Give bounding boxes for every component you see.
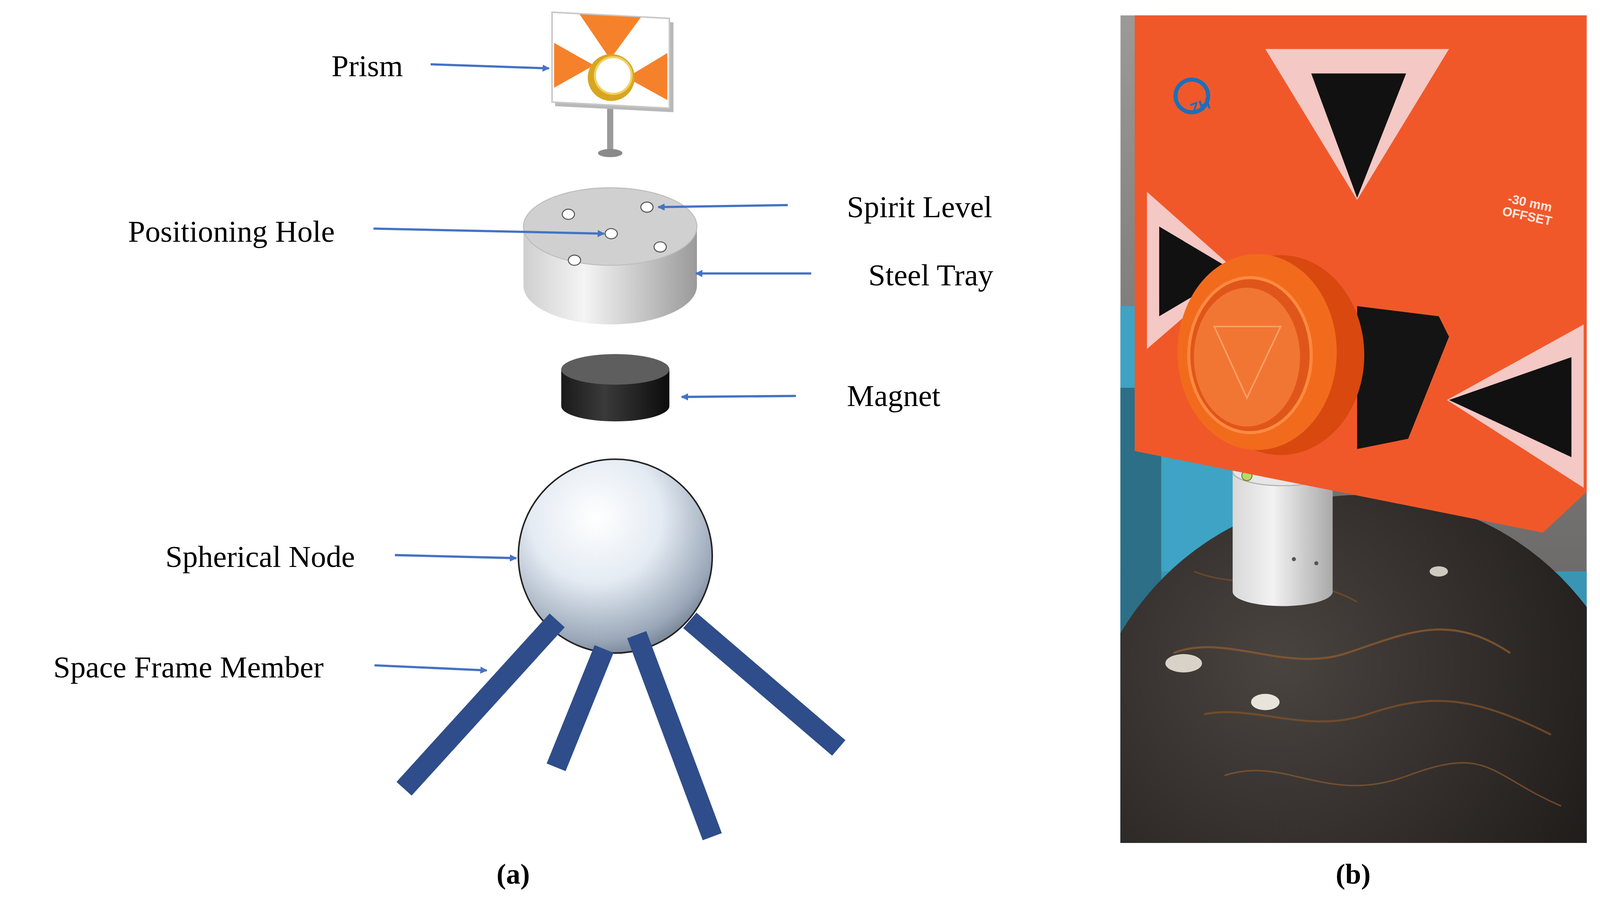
part-label: Spherical Node (165, 539, 356, 575)
photo (1120, 15, 1587, 843)
part-label: Spirit Level (846, 189, 993, 225)
leader-arrow (373, 228, 605, 234)
frame-member (689, 620, 839, 748)
spirit-level (641, 201, 654, 213)
prism-board (552, 12, 670, 109)
spherical-node-drawing (403, 458, 839, 837)
hole (562, 209, 575, 220)
rust-streak (1173, 629, 1511, 660)
leader-arrow (657, 204, 788, 208)
prism-drawing (552, 12, 674, 158)
frame-member (555, 649, 604, 768)
target-triangle (554, 42, 595, 88)
leader-arrow (430, 64, 550, 69)
paint-spot (1251, 693, 1280, 711)
magnet-drawing (561, 353, 670, 422)
screw-hole (1314, 560, 1319, 566)
leader-arrow (696, 272, 812, 275)
positioning-hole (605, 228, 618, 239)
part-label: Positioning Hole (128, 214, 335, 250)
target-arrowhead (1448, 356, 1572, 457)
photo-target-board (1134, 15, 1587, 533)
panel-label: (b) (1335, 857, 1371, 891)
hole (654, 241, 667, 252)
photo-tray-side (1232, 471, 1333, 606)
leader-arrow (395, 555, 517, 559)
frame-member (403, 620, 558, 789)
frame-member (636, 634, 713, 837)
paint-spot (1429, 566, 1449, 577)
steel-tray-drawing (523, 187, 697, 325)
prism-glass (1193, 287, 1301, 427)
part-label: Prism (331, 48, 404, 84)
leader-arrow (374, 665, 487, 671)
prism-pole (607, 106, 614, 152)
steel-ball (1120, 494, 1587, 843)
target-triangle (579, 14, 642, 60)
part-label: Magnet (846, 378, 941, 414)
rust-streak (1224, 762, 1562, 807)
prism-glass (594, 57, 632, 94)
panel-label: (a) (496, 857, 531, 891)
target-triangle (1265, 49, 1449, 201)
prism-bracket (1356, 306, 1449, 449)
paint-spot (1165, 654, 1203, 673)
prism-facet (1214, 326, 1281, 398)
prism-rim (587, 54, 635, 102)
prism-housing (1177, 254, 1337, 451)
leader-arrow (681, 395, 796, 397)
screw-hole (1291, 557, 1297, 562)
target-triangle (1446, 324, 1584, 488)
part-label: Steel Tray (868, 257, 994, 293)
hole (568, 254, 581, 266)
magnet-top (561, 353, 670, 385)
target-arrowhead (1311, 73, 1407, 199)
tray-top (523, 187, 697, 266)
prism-pole-base (597, 149, 623, 158)
prism-ring (1188, 277, 1312, 433)
leader-arrows (373, 64, 812, 671)
part-label: Space Frame Member (53, 649, 324, 686)
